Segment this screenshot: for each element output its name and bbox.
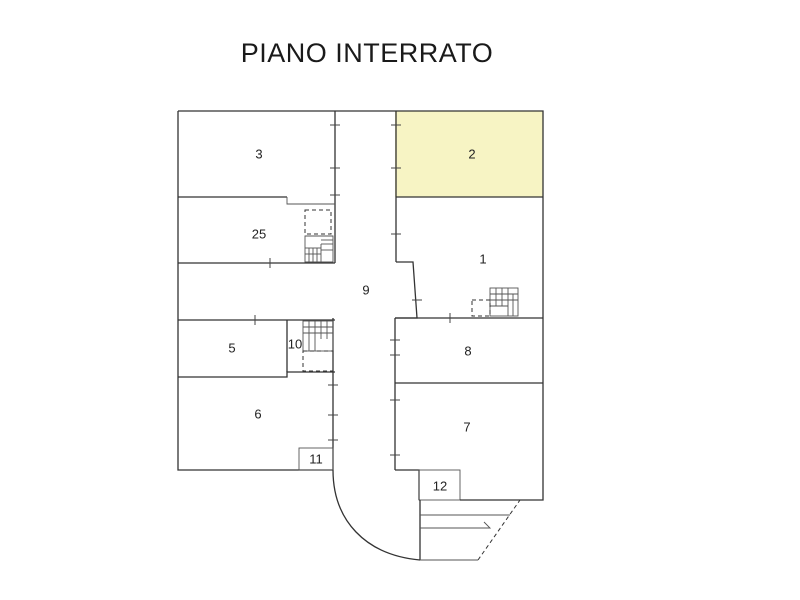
unit-label-3: 3 [255,146,262,161]
unit-label-7: 7 [463,419,470,434]
staircase-10 [302,320,334,372]
unit-label-9: 9 [362,282,369,297]
unit-label-12: 12 [433,478,447,493]
door-ticks [254,124,451,456]
unit-labels: 3 2 25 1 9 5 10 8 6 7 11 12 [228,146,486,493]
unit-label-8: 8 [464,343,471,358]
unit-label-2: 2 [468,146,475,161]
right-units [395,196,543,501]
unit-label-11: 11 [309,451,323,466]
unit-label-1: 1 [479,251,486,266]
left-units [178,196,335,471]
unit-2-highlight [395,111,543,197]
unit-label-6: 6 [254,406,261,421]
unit-label-25: 25 [252,226,266,241]
unit-label-10: 10 [288,336,302,351]
unit-label-5: 5 [228,340,235,355]
staircase-1 [471,287,519,317]
staircase-25 [304,209,334,263]
plan-title: PIANO INTERRATO [240,38,494,68]
ramp [332,469,521,561]
